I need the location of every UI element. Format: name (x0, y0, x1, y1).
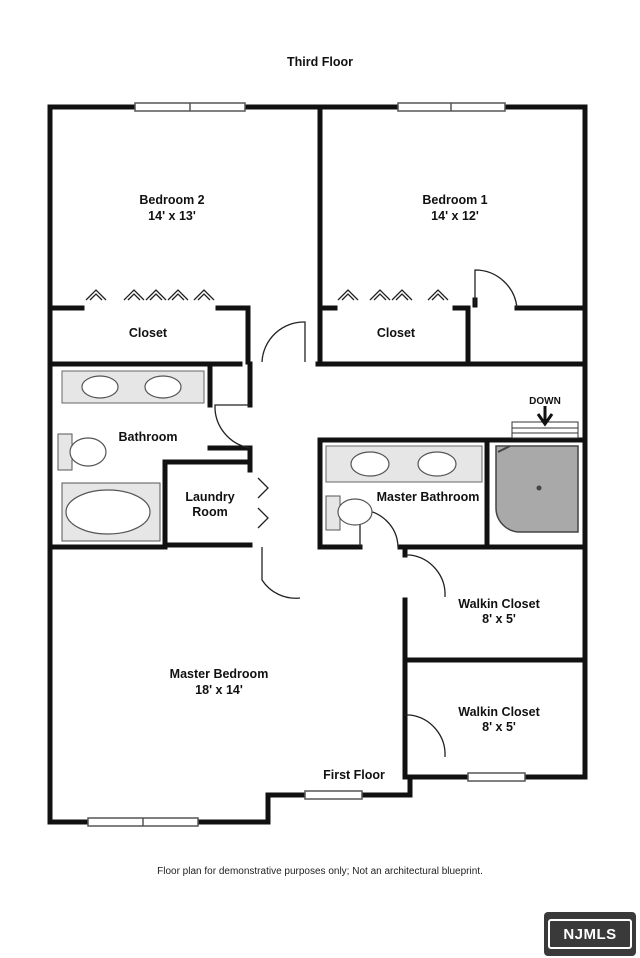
njmls-logo: NJMLS (544, 912, 636, 956)
disclaimer: Floor plan for demonstrative purposes on… (157, 866, 483, 877)
door (474, 269, 518, 309)
walls (47, 104, 588, 825)
bedroom-1-name: Bedroom 1 (422, 193, 487, 207)
walkin-closet-1-size: 8' x 5' (482, 612, 516, 626)
stairs-label: DOWN (529, 396, 561, 407)
master-bathroom-label: Master Bathroom (377, 490, 480, 504)
stairs: DOWN (511, 396, 579, 439)
walkin-closet-2-name: Walkin Closet (458, 705, 540, 719)
down-arrow-icon (536, 406, 554, 427)
bathroom-label: Bathroom (118, 430, 177, 444)
room-labels: Bedroom 2 14' x 13' Bedroom 1 14' x 12' … (118, 193, 540, 782)
walkin-closet-2-size: 8' x 5' (482, 720, 516, 734)
master-bathroom-fixtures (325, 445, 579, 533)
closet-right-label: Closet (377, 326, 416, 340)
toilet-icon (69, 437, 107, 467)
laundry-label-line2: Room (192, 505, 227, 519)
toilet-icon (337, 498, 373, 526)
laundry-label-line1: Laundry (185, 490, 234, 504)
sink-icon (144, 375, 182, 399)
window (304, 790, 363, 800)
vanity (325, 445, 483, 483)
master-bedroom-size: 18' x 14' (195, 683, 243, 697)
bathroom-fixtures (57, 370, 205, 542)
doors (214, 269, 518, 758)
first-floor-label: First Floor (323, 768, 385, 782)
door (405, 554, 446, 598)
sink-icon (417, 451, 457, 477)
bedroom-1-size: 14' x 12' (431, 209, 479, 223)
master-bedroom-name: Master Bedroom (170, 667, 269, 681)
door (261, 321, 306, 363)
door (214, 404, 251, 449)
bifold-door (257, 477, 269, 529)
window (467, 772, 526, 782)
sink-icon (81, 375, 119, 399)
closet-left-label: Closet (129, 326, 168, 340)
sink-icon (350, 451, 390, 477)
closet-bifold-doors (85, 289, 449, 301)
floor-title: Third Floor (287, 55, 353, 69)
bedroom-2-name: Bedroom 2 (139, 193, 204, 207)
logo-text: NJMLS (548, 919, 632, 949)
walkin-closet-1-name: Walkin Closet (458, 597, 540, 611)
windows (87, 102, 526, 827)
bedroom-2-size: 14' x 13' (148, 209, 196, 223)
door (405, 714, 446, 758)
door (261, 547, 301, 599)
